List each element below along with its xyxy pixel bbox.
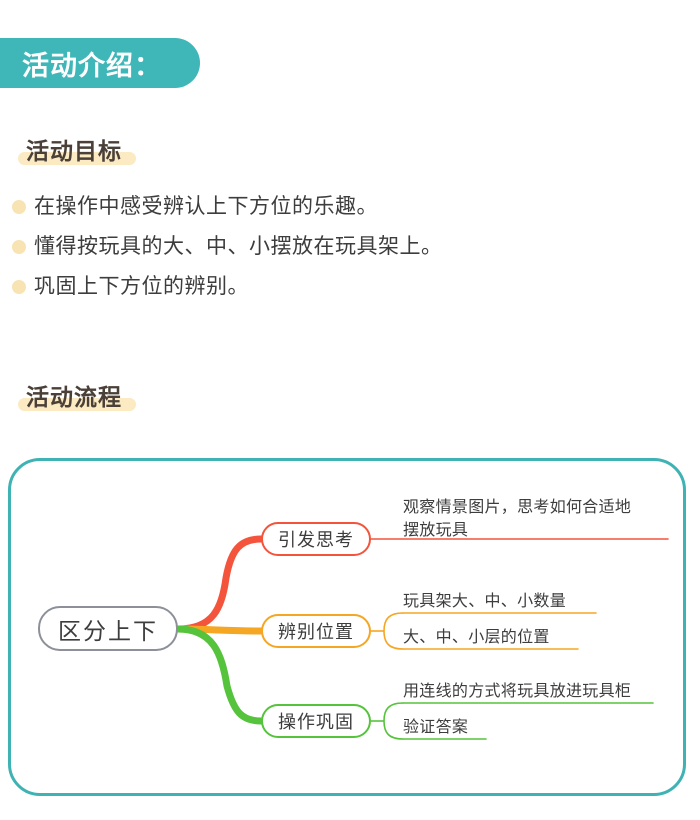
mindmap-branch-node-2[interactable]: 辨别位置 (261, 614, 371, 648)
mindmap-leaf-text: 大、中、小层的位置 (403, 629, 550, 646)
bullet-dot-icon (12, 280, 26, 294)
heading-highlight-bar (18, 152, 136, 165)
bullet-dot-icon (12, 240, 26, 254)
goal-item-text: 巩固上下方位的辨别。 (34, 275, 249, 298)
goal-item-text: 在操作中感受辨认上下方位的乐趣。 (34, 195, 378, 218)
mindmap-leaf-text: 玩具架大、中、小数量 (403, 593, 567, 610)
mindmap-leaf-text: 用连线的方式将玩具放进玩具柜 (403, 683, 632, 700)
mindmap-branch-label: 引发思考 (278, 530, 354, 550)
goal-list: 在操作中感受辨认上下方位的乐趣。 懂得按玩具的大、中、小摆放在玩具架上。 巩固上… (12, 192, 652, 312)
connector-branch2-bracket (383, 612, 404, 650)
mindmap-diagram: 区分上下 引发思考 辨别位置 操作巩固 观察情景图片，思考如何合适地 摆放玩具 … (8, 458, 686, 796)
section-heading-flow-label: 活动流程 (26, 384, 122, 410)
bullet-dot-icon (12, 200, 26, 214)
mindmap-branch-node-1[interactable]: 引发思考 (261, 522, 371, 556)
mindmap-leaf-text: 观察情景图片，思考如何合适地 摆放玩具 (403, 499, 632, 539)
header-badge: 活动介绍： (0, 38, 200, 88)
mindmap-connectors (174, 535, 669, 740)
list-item: 巩固上下方位的辨别。 (12, 272, 652, 302)
section-heading-flow: 活动流程 (18, 378, 136, 412)
list-item: 懂得按玩具的大、中、小摆放在玩具架上。 (12, 232, 652, 262)
mindmap-branch-label: 操作巩固 (278, 712, 354, 732)
mindmap-leaf-text: 验证答案 (403, 719, 469, 736)
mindmap-frame (8, 458, 686, 796)
list-item: 在操作中感受辨认上下方位的乐趣。 (12, 192, 652, 222)
goal-item-text: 懂得按玩具的大、中、小摆放在玩具架上。 (34, 235, 443, 258)
connector-branch3-bracket (383, 702, 404, 740)
mindmap-root-node[interactable]: 区分上下 (38, 606, 178, 651)
connector-root-to-branch1 (174, 535, 265, 633)
mindmap-root-label: 区分上下 (58, 617, 158, 644)
page-title: 活动介绍： (22, 50, 162, 81)
heading-highlight-bar (18, 398, 136, 411)
section-heading-goals: 活动目标 (18, 132, 136, 166)
section-heading-goals-label: 活动目标 (26, 138, 122, 164)
connector-root-to-branch3 (174, 625, 265, 725)
mindmap-branch-node-3[interactable]: 操作巩固 (261, 704, 371, 738)
mindmap-branch-label: 辨别位置 (278, 622, 354, 642)
